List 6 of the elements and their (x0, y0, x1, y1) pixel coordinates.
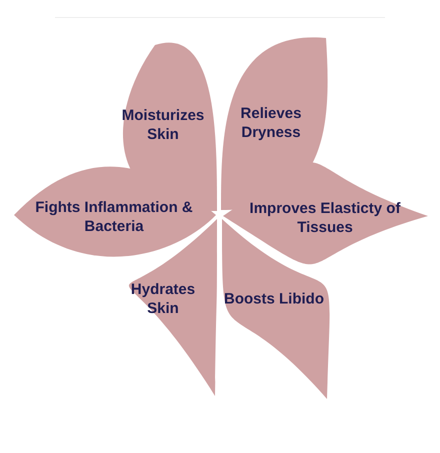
petal-label: Boosts Libido (224, 290, 324, 308)
petal-label: Improves Elasticty of Tissues (248, 199, 402, 237)
petal-label: Relieves Dryness (240, 104, 302, 142)
petal-label: Fights Inflammation & Bacteria (34, 198, 194, 236)
petal-label: Hydrates Skin (130, 280, 196, 318)
petal-label: Moisturizes Skin (120, 106, 206, 144)
